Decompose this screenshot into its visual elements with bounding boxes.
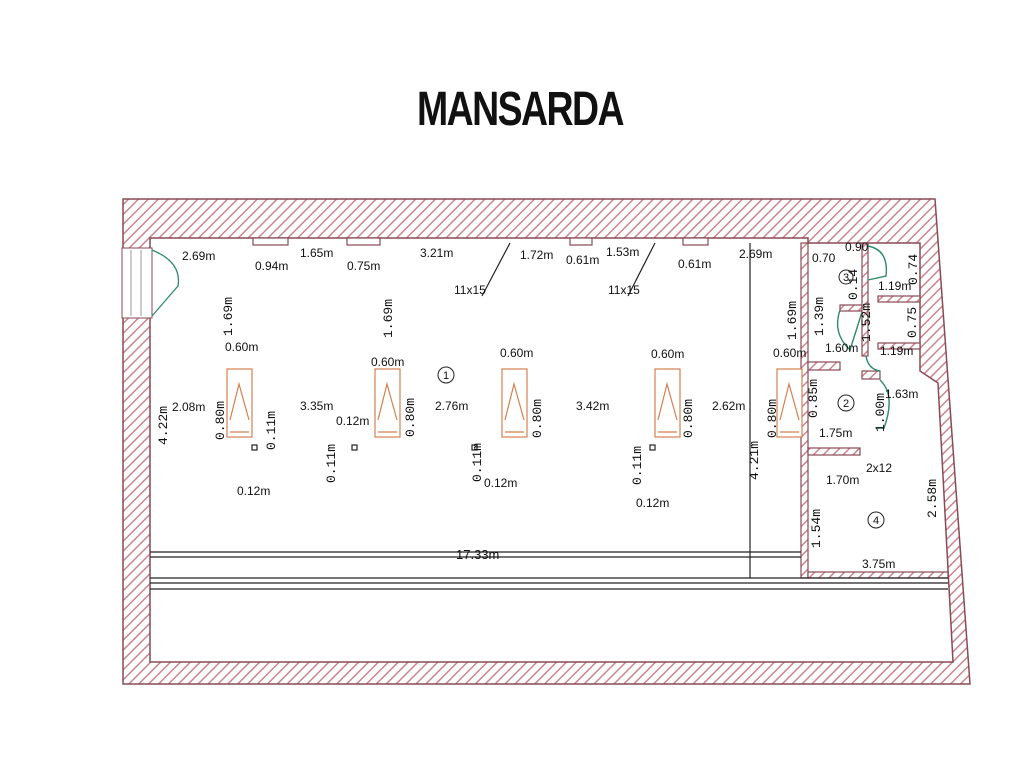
dim-label: 0.74 [906,254,921,285]
dim-label: 3.75m [862,557,895,571]
dim-label: 0.60m [225,340,258,354]
dim-label: 1.69m [785,301,800,340]
dim-label: 0.12m [484,476,517,490]
dim-label: 0.85m [806,379,821,418]
dim-label: 0.70 [812,251,836,265]
dim-label: 3.42m [576,399,609,413]
dim-label: 1.63m [885,387,918,401]
skylights [226,368,803,438]
dim-label: 0.12m [636,496,669,510]
skylight-4 [654,368,681,438]
dim-label: 0.94m [255,259,288,273]
corridor-lines [150,551,948,590]
svg-text:4: 4 [873,515,879,527]
room-1-label: 1 [437,366,455,384]
skylight-3 [501,368,528,438]
total-length-label: 17.33m [456,547,499,562]
dim-label: 1.69m [381,299,396,338]
dim-label: 1.65m [300,246,333,260]
dim-label: 0.11m [630,446,645,485]
dim-label: 0.60m [773,346,806,360]
page-title: MANSARDA [417,83,624,136]
dim-label: 1.60m [825,341,858,355]
room-doors [836,245,890,429]
dim-label: 0.75 [905,307,920,338]
svg-text:3: 3 [843,272,849,284]
dim-label: 0.14 [846,269,861,300]
dim-label: 2.08m [172,400,205,414]
dim-label: 2.76m [435,399,468,413]
dim-label: 0.11m [470,443,485,482]
dim-label: 3.21m [420,246,453,260]
svg-text:2: 2 [843,398,849,410]
columns [251,444,656,451]
room-2-label: 2 [837,394,855,412]
dim-label: 0.80m [530,399,545,438]
dim-label: 0.12m [336,414,369,428]
skylight-1 [226,368,253,438]
room-3-label: 3 [838,269,854,285]
dim-label: 0.80m [213,401,228,440]
dim-label: 1.00m [873,393,888,432]
dim-label: 1.39m [812,297,827,336]
top-wall-notches [252,237,709,246]
room-4-label: 4 [867,511,885,529]
dim-label: 0.11m [264,411,279,450]
height-right-label: 4.21m [747,441,762,480]
dim-label: 0.80m [403,398,418,437]
dim-label: 1.70m [826,473,859,487]
vertical-dimension-labels: 1.69m 1.69m 1.69m 0.80m 0.80m 0.80m 0.80… [156,254,940,548]
skylight-5 [776,368,803,438]
dim-label: 1.53m [606,245,639,259]
dim-label: 2.62m [712,399,745,413]
dim-label: 3.35m [300,399,333,413]
dim-label: 1.75m [819,426,852,440]
outer-walls [122,198,971,685]
room-labels: 1 2 3 4 [437,269,885,529]
dim-label: 0.12m [237,484,270,498]
dim-label: 1.52m [859,303,874,342]
dim-label: 0.11m [324,444,339,483]
dim-label: 0.80m [765,399,780,438]
dim-label: 0.90 [845,240,869,254]
dim-label: 1.69m [221,297,236,336]
dim-label: 1.19m [878,279,911,293]
svg-text:1: 1 [443,370,449,382]
dim-label: 2x12 [866,461,892,475]
dim-label: 0.60m [371,355,404,369]
dim-label: 2.69m [739,247,772,261]
dim-label: 0.61m [678,257,711,271]
dim-label: 0.75m [347,259,380,273]
skylight-2 [374,368,401,438]
dim-label: 0.60m [500,346,533,360]
dim-label: 2.58m [925,479,940,518]
beam-label: 11x15 [608,283,640,297]
beams [481,242,751,578]
dim-label: 0.60m [651,347,684,361]
height-left-label: 4.22m [156,406,171,445]
dim-label: 1.72m [520,248,553,262]
dim-label: 0.61m [566,253,599,267]
dim-label: 0.80m [681,399,696,438]
left-door [121,247,180,319]
dim-label: 1.19m [880,344,913,358]
dimension-labels: 2.69m 0.94m 1.65m 0.75m 3.21m 1.72m 0.61… [172,240,918,571]
beam-label: 11x15 [454,283,486,297]
dim-label: 2.69m [182,249,215,263]
dim-label: 1.54m [809,509,824,548]
